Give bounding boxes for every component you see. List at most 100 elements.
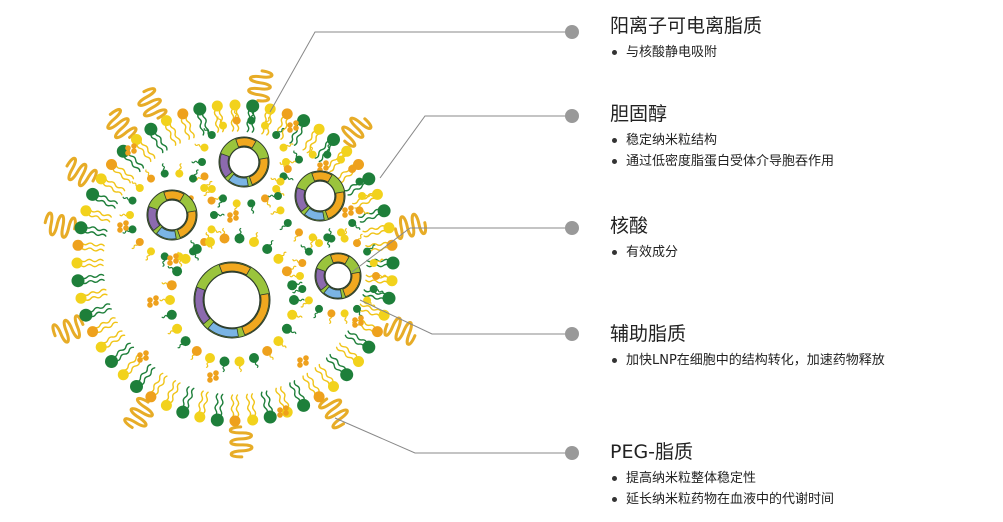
nucleic-acid-segment — [156, 226, 177, 240]
lipid-tail — [347, 182, 368, 196]
micelle-head — [249, 353, 259, 363]
lipid-head — [95, 341, 107, 353]
lipid-tail — [230, 108, 235, 132]
micelle-head — [147, 174, 155, 183]
micelle-head — [249, 237, 259, 247]
micelle-head — [219, 356, 230, 367]
label-bullet: 通过低密度脂蛋白受体介导胞吞作用 — [610, 151, 834, 172]
lipid-tail — [260, 391, 269, 415]
cholesterol-unit — [143, 355, 149, 361]
cholesterol-unit — [131, 143, 137, 149]
lipid-tail — [136, 143, 152, 163]
micelle-head — [219, 233, 230, 244]
cholesterol-unit — [207, 377, 213, 383]
peg-chain — [341, 116, 373, 148]
leader-dot — [565, 25, 579, 39]
cholesterol-unit — [358, 320, 364, 326]
micelle-head — [315, 239, 323, 248]
lipid-head — [210, 413, 224, 427]
cholesterol-unit — [352, 322, 358, 328]
cholesterol-unit — [233, 215, 239, 221]
micelle-head — [191, 346, 202, 356]
lipid-tail — [80, 263, 104, 268]
lipid-head — [313, 123, 325, 135]
micelle-head — [262, 244, 273, 254]
micelle-head — [128, 225, 137, 234]
leader-dot — [565, 109, 579, 123]
micelle-head — [247, 116, 256, 125]
micelle-head — [274, 192, 282, 200]
micelle-head — [210, 211, 218, 219]
lipid-head — [246, 99, 260, 113]
nucleic-acid-segment — [218, 262, 252, 276]
lipid-tail — [359, 213, 382, 223]
micelle-head — [180, 253, 191, 264]
lipid-tail — [265, 390, 273, 414]
micelle-head — [165, 295, 175, 305]
micelle-head — [135, 184, 144, 192]
micelle-head — [200, 172, 209, 181]
micelle-core — [156, 199, 188, 231]
micelle-head — [219, 194, 227, 203]
cholesterol-unit — [283, 405, 289, 411]
cholesterol-unit — [125, 145, 131, 151]
nucleic-acid-segment — [219, 153, 233, 178]
micelle-head — [353, 239, 361, 248]
micelle-head — [340, 234, 349, 243]
lipid-tail — [105, 334, 126, 348]
nucleic-acid-segment — [295, 187, 309, 212]
micelle-head — [261, 121, 269, 130]
micelle-head — [281, 323, 292, 334]
micelle-head — [200, 184, 209, 192]
lipid-tail — [88, 303, 111, 313]
micelle-head — [289, 295, 299, 305]
peg-chain — [43, 211, 77, 239]
label-peg-lipid: PEG-脂质 提高纳米粒整体稳定性 延长纳米粒药物在血液中的代谢时间 — [610, 440, 834, 510]
micelle-head — [247, 199, 256, 208]
lipid-tail — [165, 124, 177, 146]
lipid-tail — [169, 122, 181, 144]
lipid-head — [297, 114, 311, 128]
micelle-head — [355, 206, 364, 215]
nucleic-acid-segment — [194, 286, 211, 325]
micelle-head — [205, 353, 215, 363]
lipid-head — [117, 369, 129, 381]
lipid-tail — [359, 303, 382, 313]
leader-dot — [565, 327, 579, 341]
label-title: 胆固醇 — [610, 103, 668, 125]
micelle-head — [207, 196, 216, 205]
lipid-tail — [306, 372, 320, 393]
cholesterol-unit — [213, 370, 219, 376]
lipid-tail — [293, 380, 305, 402]
lipid-head — [297, 398, 311, 412]
lipid-tail — [245, 393, 252, 417]
lipid-tail — [202, 391, 209, 415]
micelle-head — [337, 228, 345, 237]
lipid-head — [229, 99, 241, 111]
lipid-head — [211, 100, 223, 112]
cholesterol-unit — [147, 297, 153, 303]
micelle-head — [372, 272, 380, 280]
cholesterol-unit — [293, 120, 299, 126]
micelle-head — [180, 336, 191, 347]
nucleic-acid-segment — [241, 293, 270, 336]
lipid-tail — [362, 225, 386, 233]
lipid-head — [80, 205, 92, 217]
micelle-head — [348, 165, 357, 173]
lipid-tail — [230, 394, 235, 418]
cholesterol-unit — [117, 227, 123, 233]
leader-lines — [269, 25, 579, 460]
micelle-head — [207, 131, 216, 139]
micelle-head — [232, 116, 241, 125]
cholesterol-unit — [143, 350, 149, 356]
lipid-tail — [344, 334, 365, 348]
micelle-head — [279, 143, 288, 152]
lipid-head — [106, 159, 117, 170]
lipid-head — [75, 292, 87, 304]
cholesterol-unit — [323, 165, 329, 171]
micelle-head — [287, 309, 298, 320]
lipid-tail — [169, 382, 181, 404]
lipid-tail — [279, 386, 290, 409]
cholesterol-unit — [352, 317, 358, 323]
